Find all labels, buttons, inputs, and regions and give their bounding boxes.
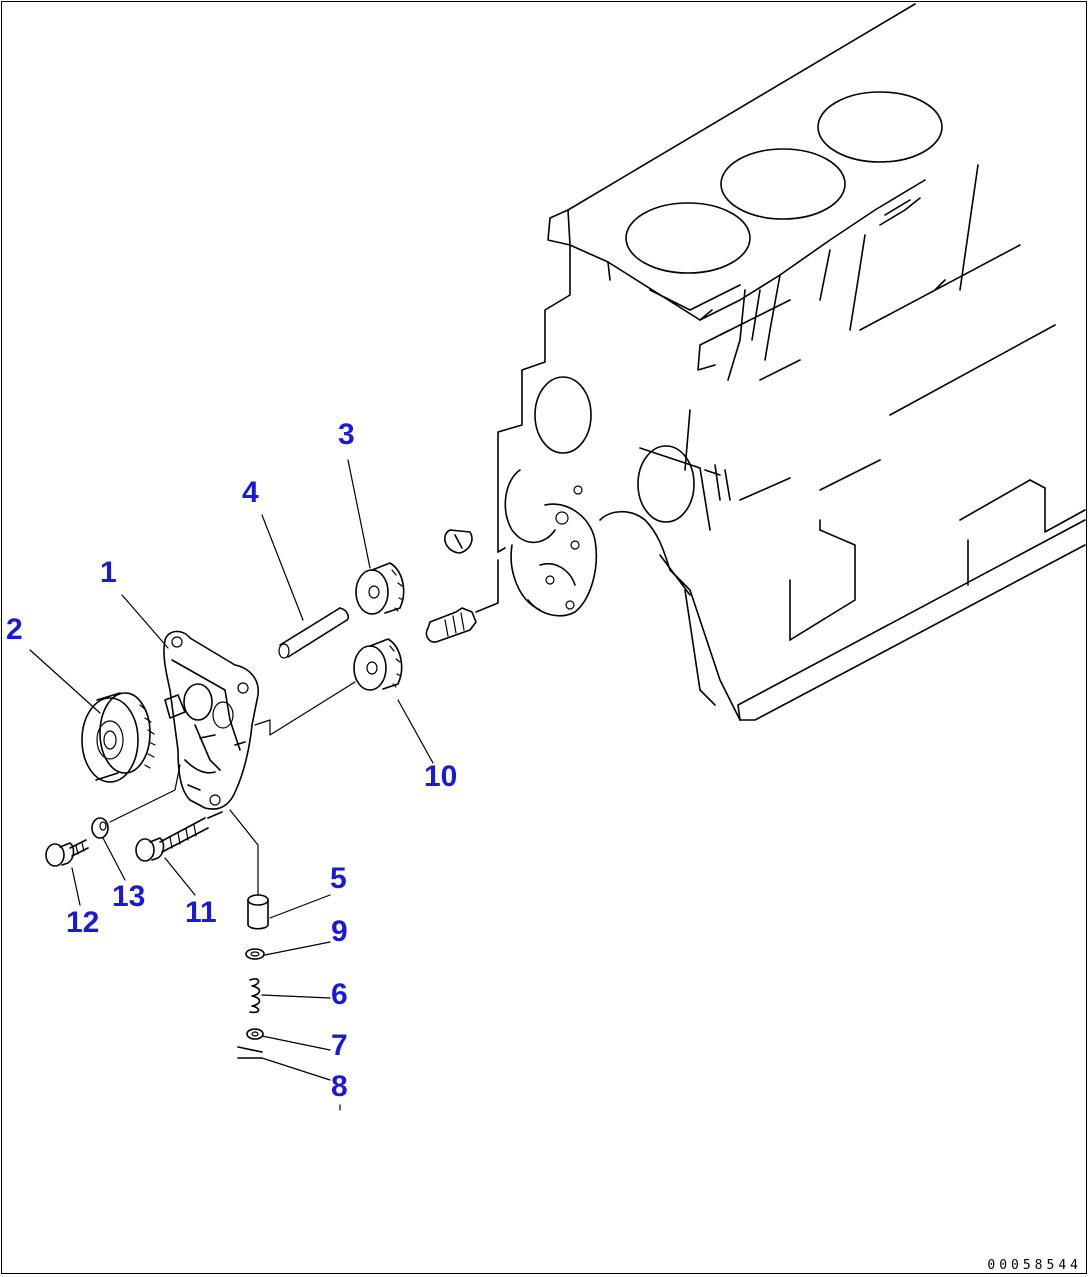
callout-3: 3 — [338, 418, 355, 451]
washer-13 — [91, 817, 109, 839]
drive-gear — [81, 692, 156, 783]
callout-5: 5 — [330, 862, 347, 895]
callout-10: 10 — [424, 760, 458, 793]
washer-7 — [246, 1028, 264, 1040]
callout-6: 6 — [331, 978, 348, 1011]
relief-valve — [247, 894, 269, 930]
callout-11: 11 — [185, 896, 217, 929]
leader-lines — [29, 459, 434, 1111]
bolt-11 — [135, 811, 223, 862]
ring-9 — [245, 948, 265, 960]
callout-12: 12 — [66, 906, 100, 939]
oil-pump-body — [163, 630, 260, 810]
spring-6 — [249, 978, 261, 1014]
callout-1: 1 — [100, 556, 117, 589]
callout-7: 7 — [331, 1029, 348, 1062]
pump-shaft — [278, 607, 350, 659]
bolt-12 — [45, 839, 89, 867]
pump-gear — [353, 638, 403, 691]
driven-gear — [355, 562, 405, 615]
callout-4: 4 — [242, 476, 259, 509]
pin-8 — [237, 1046, 263, 1059]
callout-8: 8 — [331, 1070, 348, 1103]
callout-13: 13 — [112, 880, 146, 913]
engine-block — [444, 3, 1086, 721]
callout-9: 9 — [331, 915, 348, 948]
mounting-stud — [425, 559, 499, 643]
document-number: 00058544 — [987, 1258, 1082, 1273]
callout-2: 2 — [6, 613, 23, 646]
